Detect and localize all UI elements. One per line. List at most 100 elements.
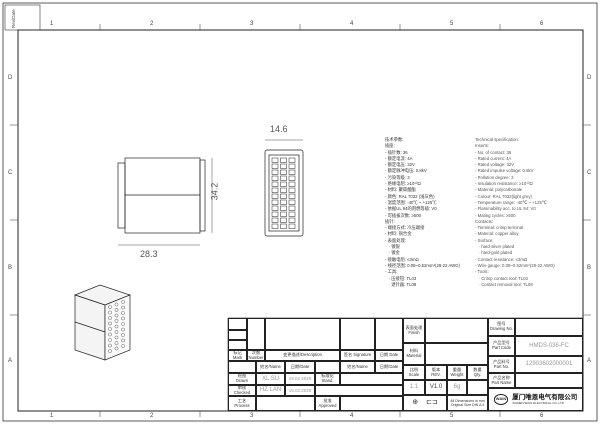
checked-blank — [315, 385, 403, 396]
grid-row-a-right: A — [587, 358, 592, 364]
rev-sign-col — [340, 318, 375, 350]
pin-cavity — [288, 205, 296, 211]
pin-cavity — [288, 193, 296, 199]
iso-pin-cavity — [114, 313, 119, 318]
iso-pin-cavity — [114, 302, 119, 307]
spec-line: · hard-gold plated — [475, 250, 513, 256]
spec-line: - 可插拔次数: ≥500 — [385, 212, 422, 218]
company-name-en: XIAMEN WAIN ELECTRICAL CO.,LTD — [512, 400, 564, 405]
rev-row-1 — [228, 318, 247, 330]
company-block: WAIN 厦门唯恩电气有限公司 XIAMEN WAIN ELECTRICAL C… — [488, 388, 583, 411]
iso-pin-cavity — [114, 319, 119, 323]
grid-row-b-right: B — [587, 265, 592, 271]
spec-line: 技术参数: — [385, 137, 404, 142]
rev-date-col — [375, 318, 403, 350]
process-value — [256, 396, 315, 411]
grid-col-3-bottom: 3 — [250, 413, 254, 419]
iso-pin-cavity — [121, 338, 125, 343]
pin-cavity — [280, 217, 287, 223]
stand-value — [340, 373, 403, 385]
iso-pin-cavity — [108, 349, 112, 353]
dim-width: 14.6 — [270, 124, 288, 134]
finish-value — [425, 318, 488, 343]
spec-line: - Surface: — [475, 237, 494, 243]
grid-col-4: 4 — [350, 21, 354, 27]
spec-line: - 温度范围: -40℃ ~ +125℃ — [385, 199, 437, 205]
grid-col-6: 6 — [540, 21, 544, 27]
company-name-cn: 厦门唯恩电气有限公司 — [512, 394, 578, 402]
rev-row-2 — [228, 330, 247, 340]
spec-line: · 压接钳: TL03 — [385, 275, 417, 281]
part-name-value — [515, 373, 583, 388]
grid-row-d: D — [8, 75, 13, 81]
spec-line: - Terminal: crimp terminal — [475, 225, 524, 231]
pin-cavity — [280, 175, 287, 181]
blank-diagonal — [228, 361, 256, 373]
spec-line: · hard-silver plated — [475, 244, 515, 250]
spec-line: - 颜色: RAL 7032 (浅灰色) — [385, 193, 435, 199]
approved-value — [340, 396, 403, 411]
checked-date: 19.02.2020 — [285, 385, 315, 396]
spec-line: - Material: polycarbonate — [475, 187, 523, 193]
pin-cavity — [288, 169, 296, 175]
scale-label: 比例 Scale — [403, 365, 425, 380]
spec-line: - Contact resistance: ≤3mΩ — [475, 256, 528, 262]
signature-header: 签名 Signature — [340, 350, 375, 361]
spec-line: - 工具: — [385, 269, 398, 275]
spec-line: - Tools: — [475, 269, 489, 275]
spec-english: Technical specification:Inserts:- No. of… — [475, 137, 555, 288]
spec-line: - Rated voltage: 32V — [475, 162, 515, 168]
description-header: 变更描述/Description — [265, 350, 340, 361]
spec-line: - 端接方式: 冷压端接 — [385, 225, 425, 231]
pin-cavity — [288, 211, 296, 217]
iso-pin-cavity — [108, 310, 112, 315]
date-header: 日期 Date — [375, 350, 403, 361]
scale-value: 1:1 — [403, 380, 425, 395]
drawn-name: XL SU — [256, 373, 285, 385]
wain-logo: WAIN — [493, 394, 509, 405]
grid-col-4-bottom: 4 — [350, 413, 354, 419]
spec-line: - Material: copper alloy — [475, 231, 519, 237]
stand-label: 标准化 Stand. — [315, 373, 340, 385]
spec-line: - Mating cycles: ≥500 — [475, 212, 516, 218]
spec-line: · 镀金 — [385, 250, 400, 256]
projection-cone-icon: ⊏⊐ — [426, 398, 438, 406]
iso-pin-cavity — [121, 316, 125, 321]
iso-pin-cavity — [108, 338, 112, 342]
pin-cavity — [288, 157, 296, 163]
spec-line: - Insulation resistance: ≥10¹⁰Ω — [475, 181, 533, 187]
pin-cavity — [288, 175, 296, 181]
spec-line: - 额定电流: 4A — [385, 155, 413, 161]
part-name-label: 产品名称 Part Name — [488, 373, 515, 388]
spec-line: - Wire gauge: 0.08~0.52mm²(28-22 AWG) — [475, 262, 555, 268]
spec-line: - Temperature range: -40℃ ~ +125℃ — [475, 199, 547, 205]
qty-label: 数量 Qty. — [467, 365, 488, 380]
part-code-label: 产品型号 Part Code — [488, 336, 515, 356]
grid-col-6-bottom: 6 — [540, 413, 544, 419]
rev-desc-col — [265, 318, 340, 350]
pin-cavity — [280, 211, 287, 217]
date-header-3: 日期/Date — [375, 361, 403, 373]
approved-label: 批准 Approved — [315, 396, 340, 411]
iso-pin-cavity — [108, 343, 112, 348]
pin-cavity — [280, 157, 287, 163]
spec-line: - 额定脉冲电压: 0.8kV — [385, 168, 427, 174]
qty-value — [467, 380, 488, 395]
drawing-no-label: 图号 Drawing No. — [488, 318, 515, 336]
dim-depth: 28.3 — [140, 249, 158, 259]
corner-tag: Rev/Date — [11, 9, 16, 28]
material-value — [425, 343, 488, 365]
spec-line: - Pollution degree: 3 — [475, 174, 514, 180]
grid-col-5: 5 — [450, 21, 454, 27]
pin-cavity — [271, 217, 279, 223]
spec-line: - Colour: RAL 7032(light grey) — [475, 193, 532, 199]
iso-pin-cavity — [108, 316, 112, 320]
drawing-no-value — [515, 318, 583, 336]
spec-line: · 镀银 — [385, 244, 400, 250]
part-no-label: 产品料号 Part No. — [488, 356, 515, 373]
projection-symbol: ⊕⊏⊐ — [403, 395, 447, 411]
pin-cavity — [271, 187, 279, 193]
spec-line: Inserts: — [475, 143, 490, 149]
iso-pin-cavity — [108, 327, 112, 331]
